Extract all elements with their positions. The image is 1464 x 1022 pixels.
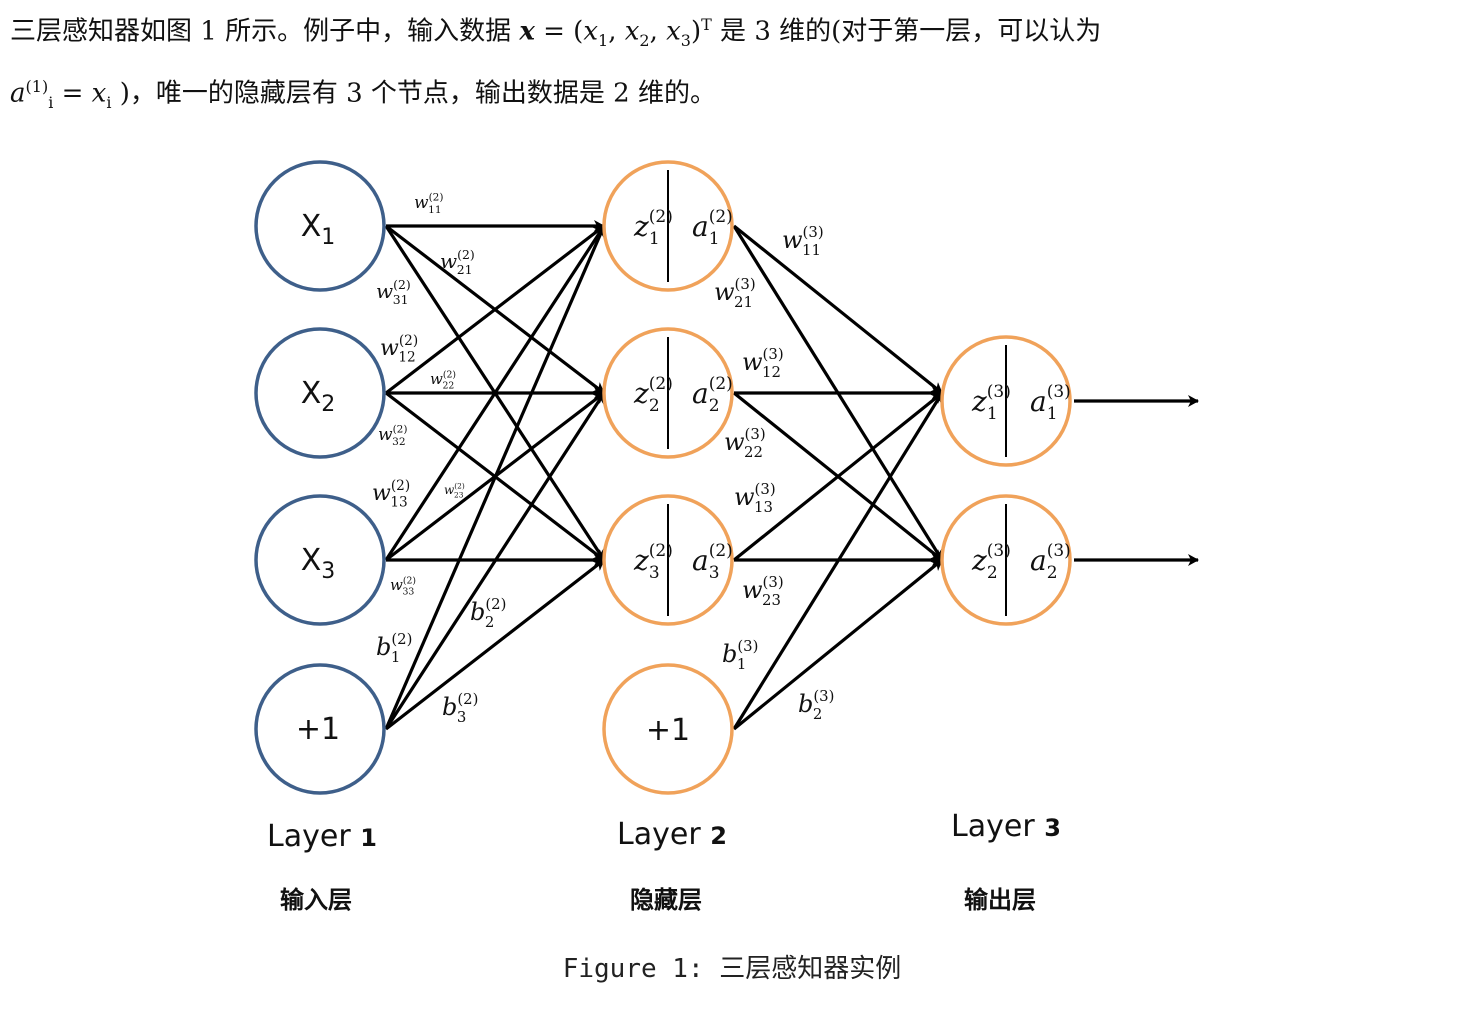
weight-label-l3-b2: b(3)2 bbox=[798, 687, 834, 723]
figure-caption: Figure 1: 三层感知器实例 bbox=[562, 954, 902, 984]
weight-label-l3-w21: w(3)21 bbox=[714, 275, 756, 311]
hidden-node-1-z: z(2)1 bbox=[633, 207, 673, 249]
edge-l2-4-to-l3-2 bbox=[732, 558, 944, 731]
weight-label-l2-w32: w(2)32 bbox=[378, 423, 407, 448]
edge-l2-3-to-l3-1 bbox=[732, 391, 944, 562]
edge-l2-1-to-l3-1 bbox=[732, 224, 944, 395]
output-node-1-z: z(3)1 bbox=[971, 382, 1011, 424]
weight-label-l2-w21: w(2)21 bbox=[440, 247, 475, 277]
output-node-2-a: a(3)2 bbox=[1030, 541, 1071, 583]
weight-label-l2-b3: b(2)3 bbox=[442, 690, 478, 726]
weight-label-l3-w22: w(3)22 bbox=[724, 425, 766, 461]
input-node-label: X3 bbox=[301, 543, 336, 584]
layer-2-cn: 隐藏层 bbox=[630, 886, 702, 914]
weight-label-l3-w11: w(3)11 bbox=[782, 223, 824, 259]
edge-l2-4-to-l3-1 bbox=[732, 392, 944, 730]
weight-label-l2-w23: w(2)23 bbox=[444, 482, 465, 500]
hidden-bias-label: +1 bbox=[646, 713, 690, 748]
hidden-node-2-z: z(2)2 bbox=[633, 374, 673, 416]
weight-label-l2-b1: b(2)1 bbox=[376, 630, 412, 666]
weight-label-l2-b2: b(2)2 bbox=[470, 595, 506, 631]
edges bbox=[384, 220, 1199, 731]
weight-label-l2-w33: w(2)33 bbox=[390, 575, 416, 597]
input-node-1 bbox=[254, 160, 386, 292]
weight-labels: w(2)11 w(2)21 w(2)31 w(2)12 w(2)22 w(2)32 w(2)… bbox=[372, 191, 834, 726]
weight-label-l2-w31: w(2)31 bbox=[376, 277, 411, 307]
input-node-3 bbox=[254, 494, 386, 626]
hidden-node-1-a: a(2)1 bbox=[692, 207, 733, 249]
hidden-node-3-a: a(2)3 bbox=[692, 541, 733, 583]
intro-paragraph: 三层感知器如图 1 所示。例子中，输入数据 x = (x1, x2, x3)T … bbox=[10, 15, 1102, 112]
weight-label-l3-w12: w(3)12 bbox=[742, 345, 784, 381]
input-node-2 bbox=[254, 327, 386, 459]
hidden-bias-node bbox=[602, 663, 734, 795]
edge-l1-4-to-l2-3 bbox=[385, 558, 605, 731]
weight-label-l3-w23: w(3)23 bbox=[742, 573, 784, 609]
layer-1-cn: 输入层 bbox=[280, 886, 352, 914]
layer-labels: Layer 1 输入层 Layer 2 隐藏层 Layer 3 输出层 bbox=[267, 809, 1061, 914]
weight-label-l2-w13: w(2)13 bbox=[372, 478, 410, 511]
edge-l1-4-to-l2-2 bbox=[384, 392, 606, 730]
weight-label-l3-b1: b(3)1 bbox=[722, 637, 758, 673]
input-node-label: +1 bbox=[296, 712, 340, 747]
edge-l1-2-to-l2-1 bbox=[385, 224, 605, 395]
output-node-1-a: a(3)1 bbox=[1030, 382, 1071, 424]
weight-label-l2-w22: w(2)22 bbox=[430, 369, 456, 391]
layer-1-label: Layer 1 bbox=[267, 819, 377, 854]
layer-2-label: Layer 2 bbox=[617, 817, 727, 852]
input-node-label: X1 bbox=[301, 209, 336, 250]
edge-l1-3-to-l2-1 bbox=[384, 225, 606, 561]
layer-3-label: Layer 3 bbox=[951, 809, 1061, 844]
weight-label-l2-w11: w(2)11 bbox=[414, 191, 443, 216]
input-node-4 bbox=[254, 663, 386, 795]
input-node-label: X2 bbox=[301, 376, 336, 417]
edge-l1-4-to-l2-1 bbox=[384, 225, 606, 730]
weight-label-l3-w13: w(3)13 bbox=[734, 480, 776, 516]
hidden-node-2-a: a(2)2 bbox=[692, 374, 733, 416]
layer-3-cn: 输出层 bbox=[964, 886, 1036, 914]
weight-label-l2-w12: w(2)12 bbox=[380, 333, 418, 366]
output-node-2-z: z(3)2 bbox=[971, 541, 1011, 583]
hidden-node-3-z: z(2)3 bbox=[633, 541, 673, 583]
